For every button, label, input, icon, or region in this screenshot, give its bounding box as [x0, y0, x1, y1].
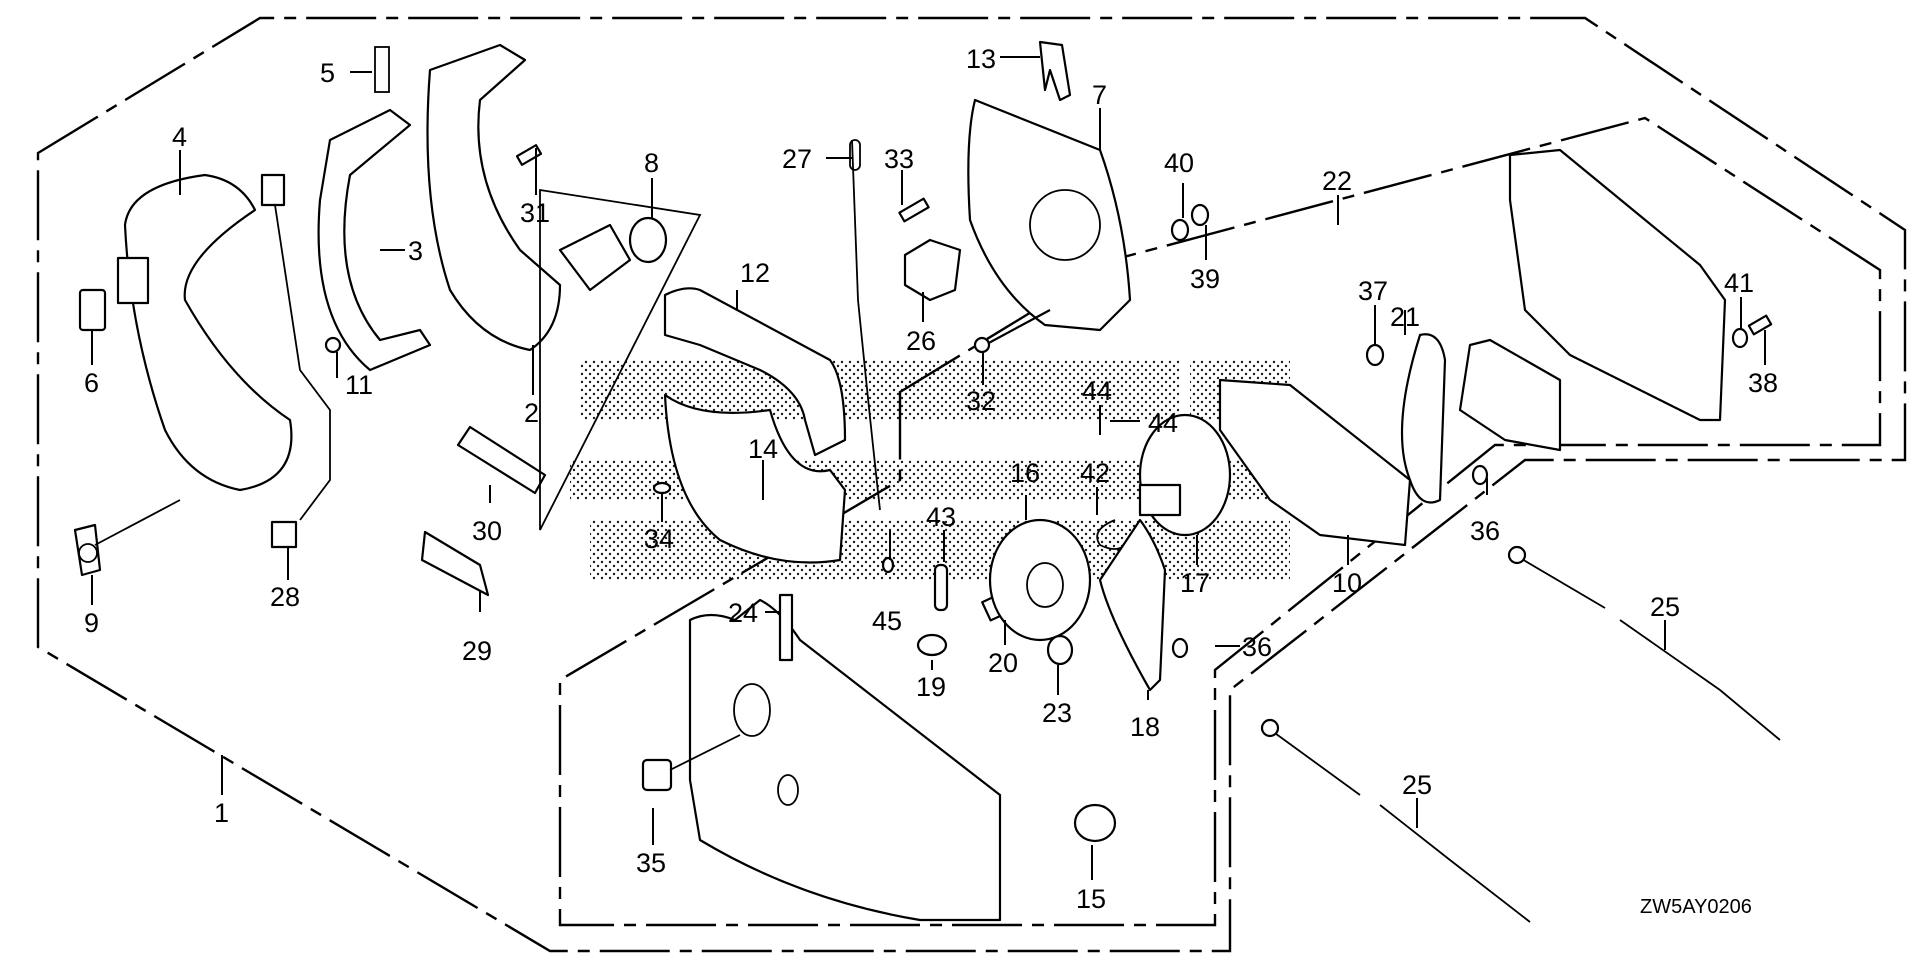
part-bolt-32 — [973, 309, 1051, 354]
part-screw-36-lower — [1171, 637, 1189, 659]
callout-42: 42 — [1080, 458, 1110, 488]
callout-26: 26 — [906, 326, 936, 356]
part-clip-11 — [324, 336, 342, 354]
callout-13: 13 — [966, 44, 996, 74]
part-nut-39 — [1190, 203, 1210, 227]
part-spring-5 — [374, 46, 390, 93]
part-label-29 — [420, 530, 490, 597]
callout-8: 8 — [644, 148, 659, 178]
callout-3: 3 — [408, 236, 423, 266]
callout-19: 19 — [916, 672, 946, 702]
callout-37: 37 — [1358, 276, 1388, 306]
part-bushing-23 — [1046, 634, 1074, 666]
callout-6: 6 — [84, 368, 99, 398]
part-washer-41 — [1731, 327, 1749, 349]
callout-39: 39 — [1190, 264, 1220, 294]
part-lever-cover-12 — [539, 188, 847, 531]
callouts: 1 2 3 4 5 6 7 8 9 10 11 12 13 14 15 16 1… — [84, 44, 1778, 914]
callout-28: 28 — [270, 582, 300, 612]
part-collar-19 — [916, 633, 948, 657]
part-ring-8 — [628, 216, 668, 264]
leader-lines — [91, 56, 1766, 880]
callout-22: 22 — [1322, 166, 1352, 196]
part-plate-mount — [1458, 338, 1562, 452]
callout-25-lower: 25 — [1402, 770, 1432, 800]
callout-43: 43 — [926, 502, 956, 532]
callout-21: 21 — [1390, 302, 1420, 332]
part-label-30 — [456, 425, 547, 495]
part-pin-43 — [933, 563, 949, 612]
part-washer-45 — [881, 556, 895, 574]
callout-36-lower: 36 — [1242, 632, 1272, 662]
part-bracket-26 — [903, 238, 962, 302]
part-bolt-35 — [641, 734, 741, 792]
callout-11: 11 — [345, 370, 373, 400]
diagram-code: ZW5AY0206 — [1640, 896, 1752, 918]
callout-7: 7 — [1092, 80, 1107, 110]
assembly-outline-1 — [36, 16, 1907, 953]
part-plate-7 — [967, 98, 1132, 332]
callout-1: 1 — [214, 798, 229, 828]
part-rod-24 — [778, 593, 794, 662]
callout-45: 45 — [872, 606, 902, 636]
part-lever-2 — [426, 43, 632, 352]
part-pin-34 — [652, 481, 672, 495]
callout-38: 38 — [1748, 368, 1778, 398]
callout-23: 23 — [1042, 698, 1072, 728]
part-holder-10 — [1218, 378, 1412, 547]
part-key-9 — [73, 499, 181, 577]
callout-35: 35 — [636, 848, 666, 878]
callout-9: 9 — [84, 608, 99, 638]
part-cover-3 — [317, 108, 432, 372]
callout-44-top: 44 — [1082, 376, 1112, 406]
callout-30: 30 — [472, 516, 502, 546]
callout-18: 18 — [1130, 712, 1160, 742]
callout-40: 40 — [1164, 148, 1194, 178]
part-cam-16 — [988, 518, 1092, 642]
part-plate-6 — [78, 288, 107, 332]
part-harness-28 — [260, 173, 331, 549]
part-cable-25-lower — [1260, 718, 1531, 923]
callout-25-upper: 25 — [1650, 592, 1680, 622]
part-bushing-15 — [1073, 803, 1117, 843]
callout-16: 16 — [1010, 458, 1040, 488]
callout-33: 33 — [884, 144, 914, 174]
part-gear-17 — [1138, 413, 1232, 537]
callout-29: 29 — [462, 636, 492, 666]
part-washer-40 — [1170, 218, 1190, 242]
callout-17: 17 — [1180, 568, 1210, 598]
part-bolt-33 — [898, 197, 930, 223]
callout-14: 14 — [748, 434, 778, 464]
part-clip-13 — [1038, 40, 1072, 102]
callout-34: 34 — [644, 524, 674, 554]
part-spring-27 — [849, 139, 881, 511]
callout-2: 2 — [524, 398, 539, 428]
part-cable-25-upper — [1507, 545, 1781, 741]
callout-12: 12 — [740, 258, 770, 288]
part-lever-18 — [1098, 518, 1167, 692]
callout-15: 15 — [1076, 884, 1106, 914]
callout-20: 20 — [988, 648, 1018, 678]
part-screw-36-upper — [1471, 464, 1489, 486]
part-grip-cover-4 — [116, 173, 293, 492]
part-lever-21 — [1400, 333, 1447, 504]
callout-10: 10 — [1332, 568, 1362, 598]
callout-32: 32 — [966, 386, 996, 416]
callout-5: 5 — [320, 58, 335, 88]
callout-4: 4 — [172, 122, 187, 152]
part-screw-38 — [1747, 314, 1773, 336]
part-screw-31 — [515, 144, 543, 166]
part-housing-14 — [663, 393, 847, 564]
part-cover-1-lower — [688, 598, 1002, 922]
callout-31: 31 — [520, 198, 550, 228]
callout-27: 27 — [782, 144, 812, 174]
part-cover-plate-22 — [1508, 148, 1727, 422]
assembly-outline-22 — [558, 116, 1882, 927]
callout-24: 24 — [728, 598, 758, 628]
callout-36-upper: 36 — [1470, 516, 1500, 546]
callout-41: 41 — [1724, 268, 1754, 298]
part-screw-37 — [1365, 343, 1385, 367]
callout-44-side: 44 — [1148, 408, 1178, 438]
